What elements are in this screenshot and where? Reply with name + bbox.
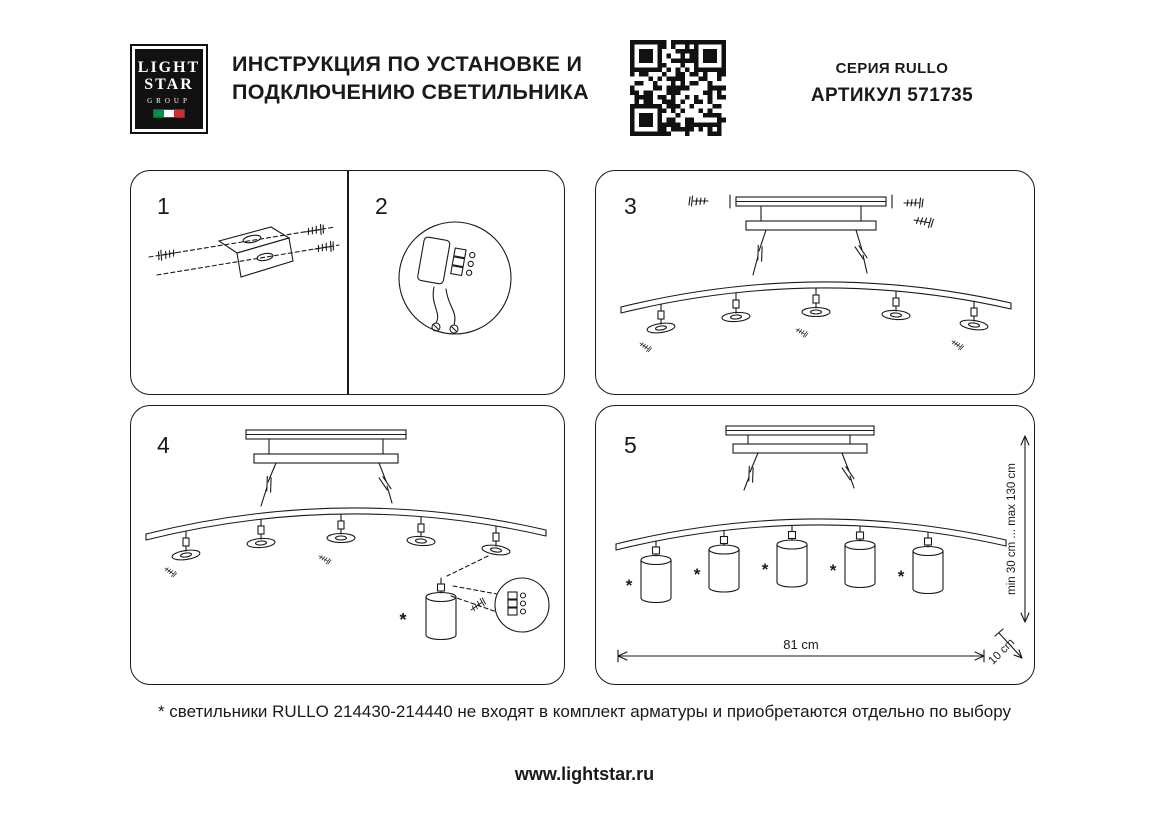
step1-bracket-diagram [148,223,340,278]
page-title: ИНСТРУКЦИЯ ПО УСТАНОВКЕ И ПОДКЛЮЧЕНИЮ СВ… [232,50,589,107]
svg-text:*: * [898,567,905,586]
screw-glyph [303,223,326,238]
suspension-rods [743,452,855,491]
terminal-detail-inset [494,577,550,633]
screw-glyph [949,337,965,352]
screw-glyph [688,195,709,207]
panel-divider [347,171,349,394]
italian-flag-icon [153,108,185,118]
website-url: www.lightstar.ru [514,764,655,784]
title-line-2: ПОДКЛЮЧЕНИЮ СВЕТИЛЬНИКА [232,80,589,105]
svg-text:*: * [762,560,769,579]
step-number-5: 5 [624,432,637,458]
step4-lamp-attachment-diagram: * [145,429,550,641]
logo-text-group: GROUP [147,96,191,105]
panel-step-4: 4 [130,405,565,685]
panel-step-3: 3 [595,170,1035,395]
offset-dimension-label: 10 cm [987,637,1018,668]
svg-text:*: * [626,576,633,595]
screw-glyph [912,214,935,229]
step-number-2: 2 [375,193,388,219]
mounting-bracket [217,226,294,278]
offset-dimension [994,628,1023,659]
panel-step-5: 5 [595,405,1035,685]
lamp-shade [425,577,457,641]
suspension-rods [752,229,868,276]
ceiling-mount [245,429,407,464]
panel-step-1-2: 1 2 [130,170,565,395]
step-number-4: 4 [157,432,170,458]
qr-code-icon [630,40,726,136]
step3-ceiling-mount-diagram [620,194,1012,354]
height-dimension [1020,435,1030,623]
lightstar-logo-inner: LIGHT STAR GROUP [135,49,203,129]
series-block: СЕРИЯ RULLO АРТИКУЛ 571735 [788,60,996,107]
screw-glyph [162,564,178,579]
series-label: СЕРИЯ RULLO [835,60,949,77]
svg-text:*: * [694,565,701,584]
screw-glyph [637,339,653,354]
step-number-1: 1 [157,193,170,219]
svg-text:*: * [830,561,837,580]
lamp-shades [640,524,944,604]
screw-glyph [156,247,179,262]
screw-glyph [313,240,336,255]
footnote: * светильники RULLO 214430-214440 не вхо… [157,702,1012,721]
step5-final-assembly-diagram: * * * * * 81 cm min 30 cm ... max 130 cm [615,425,1030,668]
curved-track [145,507,547,541]
width-dimension-label: 81 cm [783,637,818,652]
screw-glyph [794,325,809,339]
driver-terminal-block [417,236,476,285]
title-line-1: ИНСТРУКЦИЯ ПО УСТАНОВКЕ И [232,52,583,76]
curved-track [615,518,1007,551]
width-dimension [617,649,985,663]
screw-glyph [903,197,924,209]
ceiling-mount [729,194,893,231]
ceiling-mount [725,425,875,454]
lamp-markers: * * * * * [626,560,905,595]
lightstar-logo: LIGHT STAR GROUP [130,44,208,134]
lamp-holders [645,287,990,335]
height-dimension-label: min 30 cm ... max 130 cm [1006,463,1018,595]
logo-text-star: STAR [144,76,194,93]
logo-text-light: LIGHT [137,59,201,77]
article-number: АРТИКУЛ 571735 [810,85,974,106]
suspension-rods [260,462,393,507]
connection-wires [431,286,459,334]
step2-wiring-diagram [398,221,512,335]
lamp-marker: * [399,610,406,630]
screw-glyph [317,552,332,566]
step-number-3: 3 [624,193,637,219]
